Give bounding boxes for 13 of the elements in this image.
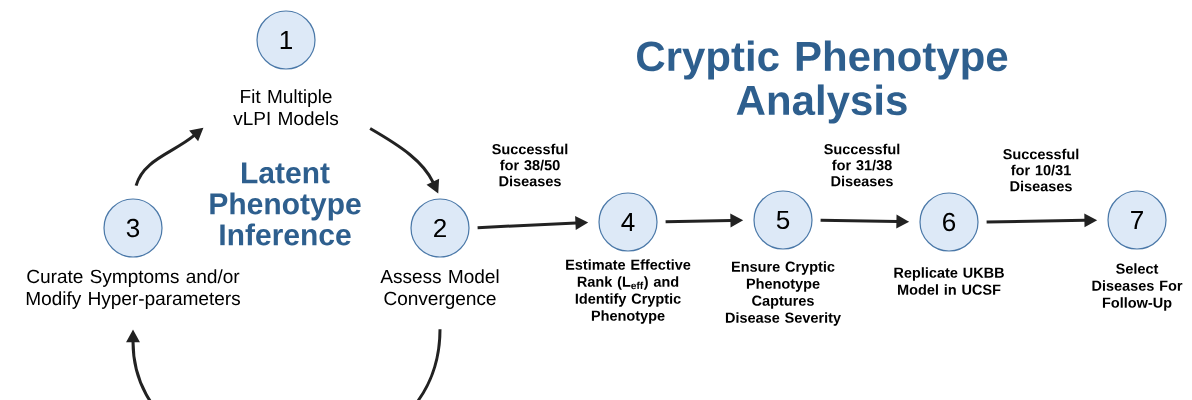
edge-label: Successful for 38/50 Diseases	[479, 142, 581, 188]
arrow	[126, 329, 442, 400]
edge-label: Successful for 10/31 Diseases	[990, 147, 1092, 193]
step-description: Replicate UKBB Model in UCSF	[894, 267, 1004, 295]
step-description: Estimate Effective Rank (L$_{eff}$) and Identify Cryptic Phenotype	[566, 259, 691, 324]
edge-label: Successful for 31/38 Diseases	[811, 142, 913, 188]
step-description: Assess Model Convergence	[380, 269, 499, 309]
step-description: Fit Multiple vLPI Models	[233, 89, 339, 126]
title: Cryptic Phenotype Analysis	[637, 40, 1008, 124]
heading: Latent Phenotype Inference	[210, 162, 361, 246]
step-description: Curate Symptoms and/or Modify Hyper-parameters	[26, 269, 240, 309]
step-description: Ensure Cryptic Phenotype Captures Disease Severity	[725, 261, 841, 326]
step-description: Select Diseases For Follow-Up	[1092, 263, 1183, 311]
